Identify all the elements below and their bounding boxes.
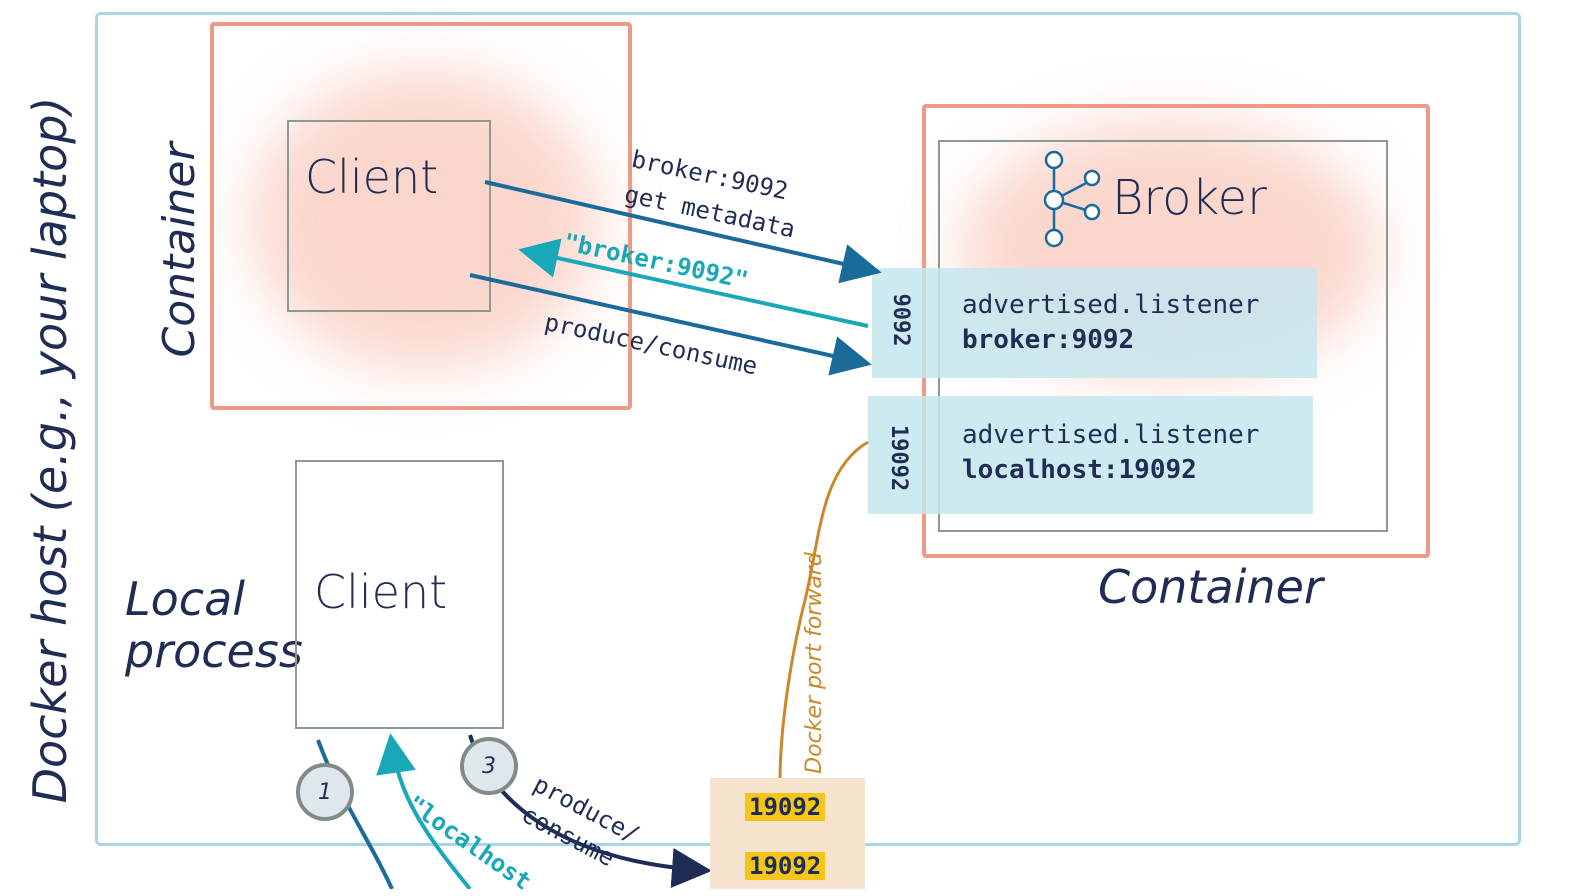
forwarded-port-2: 19092 <box>745 852 826 880</box>
local-response-arrow <box>376 733 472 889</box>
metadata-request-arrow <box>484 180 882 284</box>
container-client-box <box>287 120 491 312</box>
forwarded-port-2-value: 19092 <box>745 852 826 880</box>
listener-title-9092: advertised.listener <box>962 290 1260 320</box>
listener-value-9092: broker:9092 <box>962 325 1135 355</box>
forwarded-port-1: 19092 <box>745 793 826 821</box>
forwarded-port-1-value: 19092 <box>745 793 826 821</box>
produce-consume-arrow <box>469 273 872 376</box>
step-1-badge: 1 <box>296 763 354 821</box>
broker-label: Broker <box>1112 170 1267 226</box>
container-client-label: Client <box>305 150 439 204</box>
local-process-label-line2: process <box>125 624 303 678</box>
local-request-arrow <box>316 739 394 889</box>
listener-panel-19092 <box>868 396 1313 514</box>
step-3-badge: 3 <box>460 737 518 795</box>
local-client-label: Client <box>314 565 448 619</box>
broker-network-icon <box>1043 150 1101 248</box>
listener-title-19092: advertised.listener <box>962 420 1260 450</box>
broker-container-label: Container <box>1098 560 1323 614</box>
local-process-label-line1: Local <box>125 572 246 626</box>
port-forward-line <box>778 440 869 783</box>
listener-value-19092: localhost:19092 <box>962 455 1197 485</box>
listener-panel-9092 <box>872 268 1317 378</box>
metadata-response-arrow <box>518 238 869 328</box>
local-client-box <box>295 460 504 729</box>
port-forward-label: Docker port forward <box>802 552 827 774</box>
